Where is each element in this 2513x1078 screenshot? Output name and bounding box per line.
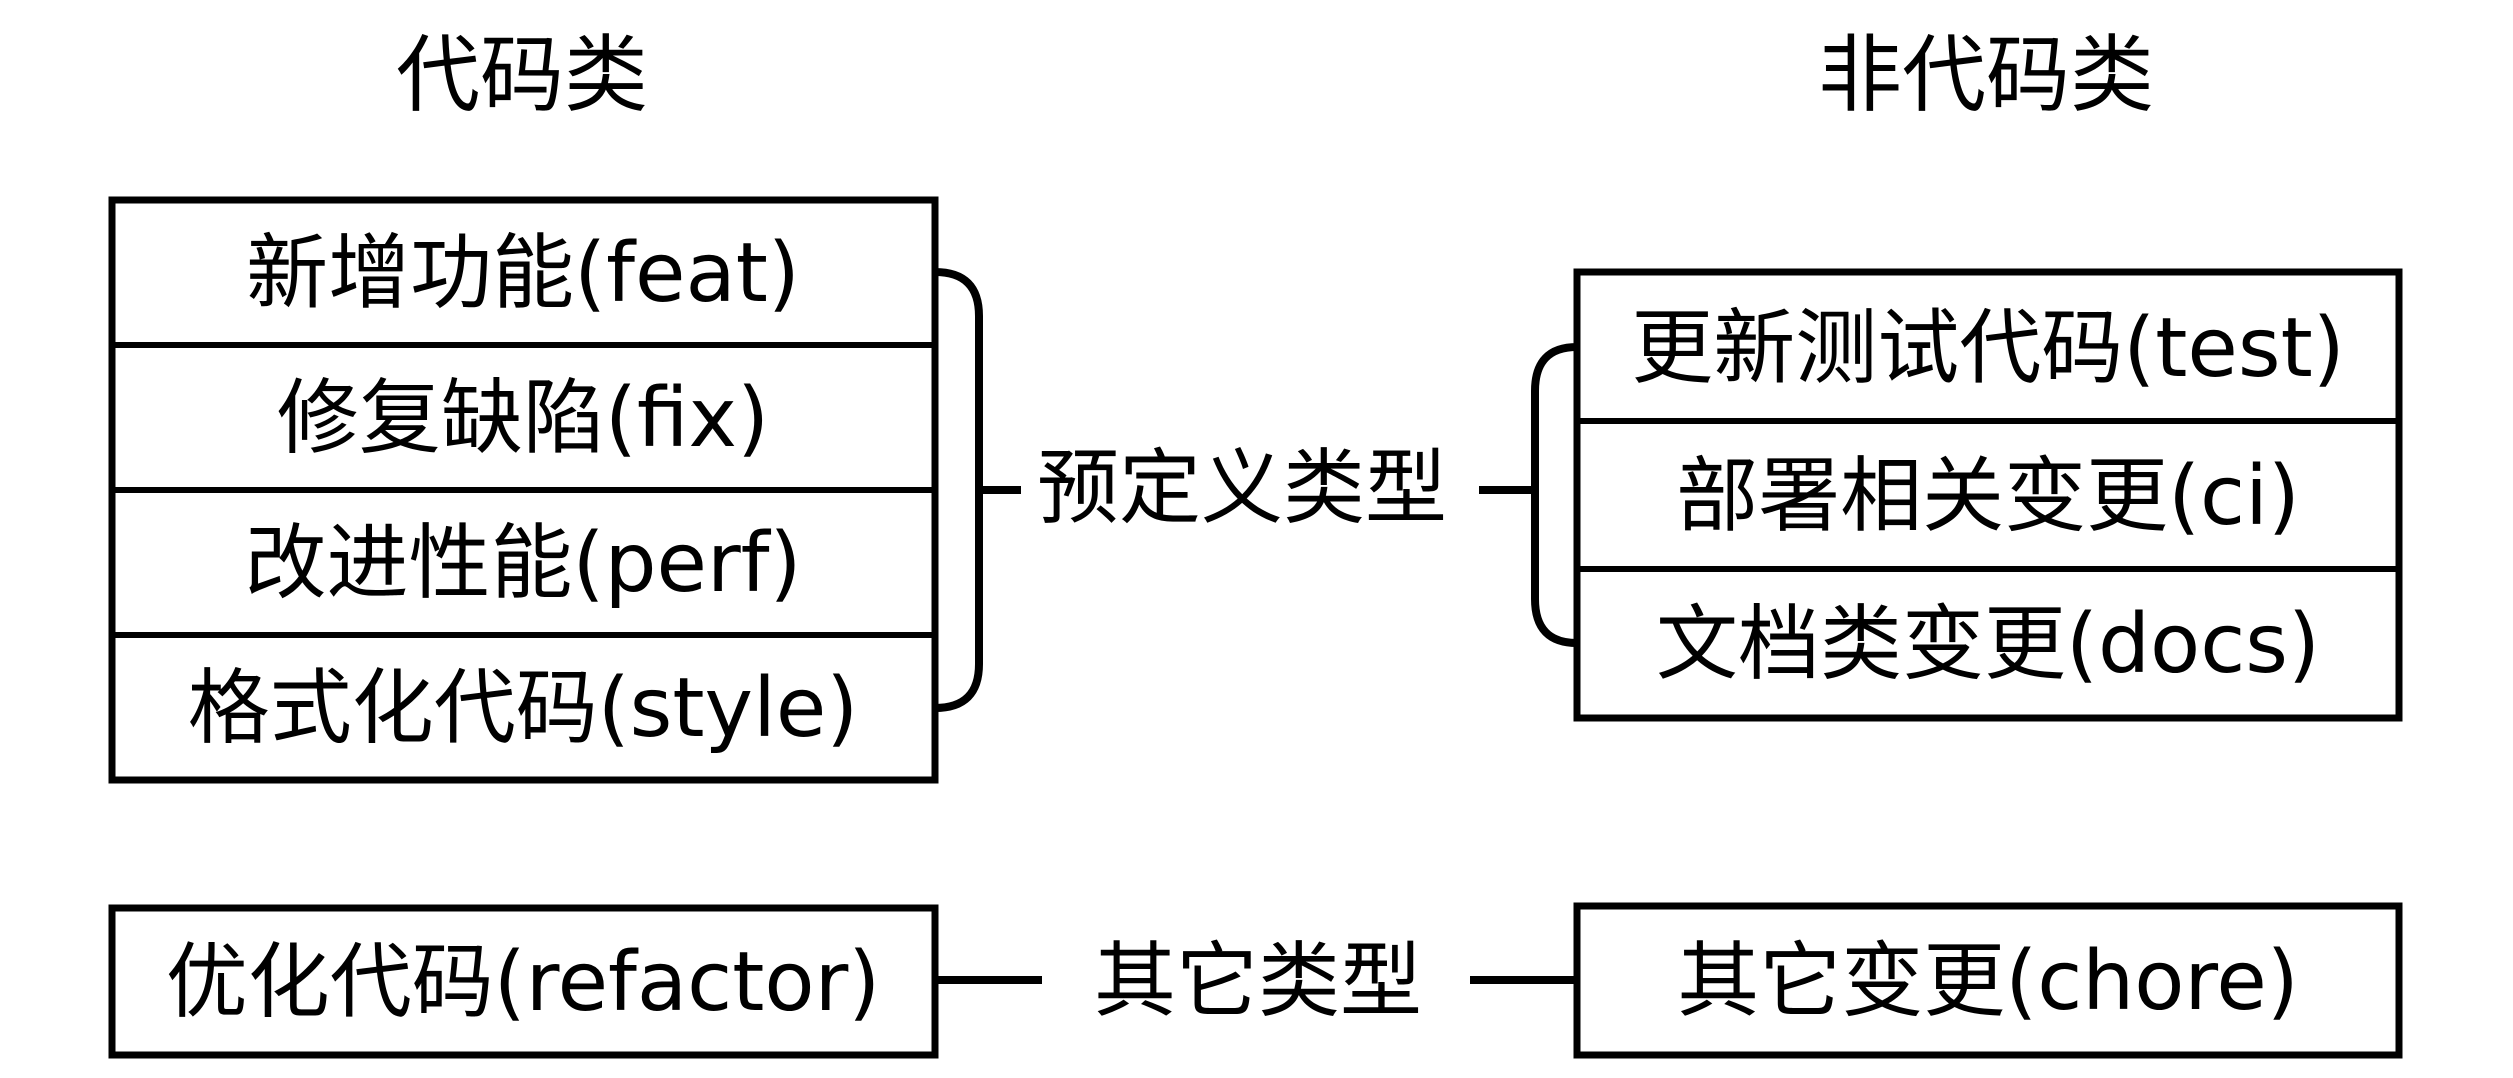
noncode-types-stack: 更新测试代码(test) 部署相关变更(ci) 文档类变更(docs) [1573, 268, 2403, 722]
code-type-feat-label: 新增功能(feat) [246, 226, 800, 321]
chore-box [1573, 902, 2403, 1059]
noncode-type-test-label: 更新测试代码(test) [1631, 301, 2344, 396]
right-brace [1531, 343, 1578, 647]
code-types-stack: 新增功能(feat) 修复缺陷(fix) 改进性能(perf) 格式化代码(st… [108, 196, 939, 784]
code-type-fix-label: 修复缺陷(fix) [277, 371, 769, 466]
code-column-title: 代码类 [396, 26, 648, 124]
code-type-style-label: 格式化代码(style) [188, 661, 859, 756]
other-types-label: 其它类型 [1094, 934, 1422, 1029]
noncode-type-ci-label: 部署相关变更(ci) [1676, 449, 2300, 544]
noncode-type-docs-label: 文档类变更(docs) [1656, 597, 2320, 692]
noncode-type-chore-label: 其它变更(chore) [1677, 934, 2299, 1029]
noncode-column-title: 非代码类 [1818, 26, 2154, 124]
noncode-types-box [1573, 268, 2403, 722]
code-type-perf-label: 改进性能(perf) [244, 516, 801, 611]
predefined-connectors [934, 268, 1578, 712]
refactor-box [108, 904, 939, 1059]
code-type-refactor-label: 优化代码(refactor) [166, 935, 881, 1030]
predefined-types-label: 预定义类型 [1037, 441, 1447, 536]
left-brace [934, 268, 983, 712]
other-types-row: 优化代码(refactor) 其它类型 其它变更(chore) [108, 902, 2403, 1059]
